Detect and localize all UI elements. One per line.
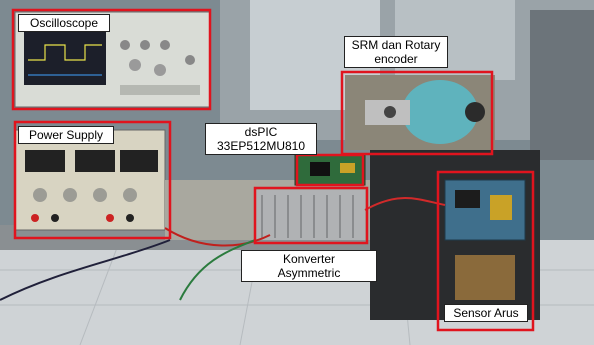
- power-supply-icon: [14, 129, 166, 231]
- box-power-supply: [13, 120, 172, 240]
- motor-icon: [345, 75, 495, 150]
- label-srm-line2: encoder: [374, 52, 418, 66]
- label-dspic-line1: dsPIC: [244, 125, 278, 139]
- label-srm: SRM dan Rotary encoder: [344, 36, 448, 68]
- box-sensor-arus: [436, 170, 535, 332]
- label-srm-line1: SRM dan Rotary: [351, 38, 441, 52]
- label-dspic-line2: 33EP512MU810: [216, 139, 306, 153]
- right-wall: [530, 10, 594, 160]
- annotation-boxes: [11, 8, 535, 332]
- box-dspic: [295, 153, 365, 187]
- box-oscilloscope: [11, 8, 212, 111]
- label-konverter: Konverter Asymmetric: [241, 250, 377, 282]
- label-oscilloscope: Oscilloscope: [18, 14, 110, 32]
- circuit-board-icon: [294, 154, 366, 186]
- box-konverter: [253, 186, 369, 245]
- box-srm: [340, 70, 494, 156]
- label-konverter-line1: Konverter: [282, 252, 336, 266]
- heatsink-icon: [255, 190, 365, 240]
- label-konverter-line2: Asymmetric: [277, 266, 341, 280]
- label-sensor-arus: Sensor Arus: [444, 304, 528, 322]
- label-power-supply: Power Supply: [18, 126, 114, 144]
- sensor-board-icon: [444, 179, 526, 300]
- label-dspic: dsPIC 33EP512MU810: [205, 123, 317, 155]
- wires: [0, 197, 446, 301]
